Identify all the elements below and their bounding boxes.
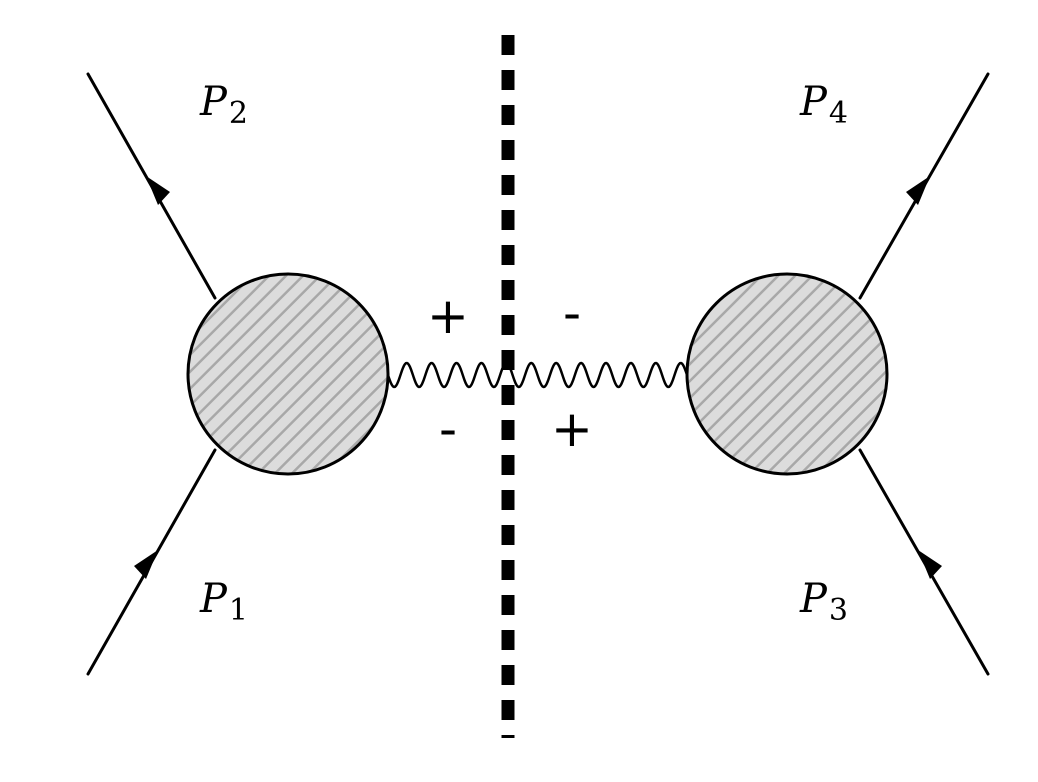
arrow-p4-icon: [906, 176, 930, 205]
arrow-p1-icon: [134, 550, 158, 579]
label-p2: P2: [199, 79, 248, 131]
label-p1: P1: [199, 576, 248, 628]
sign-right-bottom: +: [551, 400, 593, 458]
label-p3: P3: [799, 576, 848, 628]
right-blob: [685, 272, 889, 476]
arrow-p2-icon: [146, 176, 170, 205]
label-p4: P4: [799, 79, 848, 131]
photon-propagator: [386, 361, 689, 389]
arrow-p3-icon: [918, 550, 942, 579]
sign-left-bottom: -: [439, 400, 457, 458]
sign-right-top: -: [563, 284, 581, 342]
sign-left-top: +: [427, 287, 469, 345]
left-blob: [186, 272, 390, 476]
